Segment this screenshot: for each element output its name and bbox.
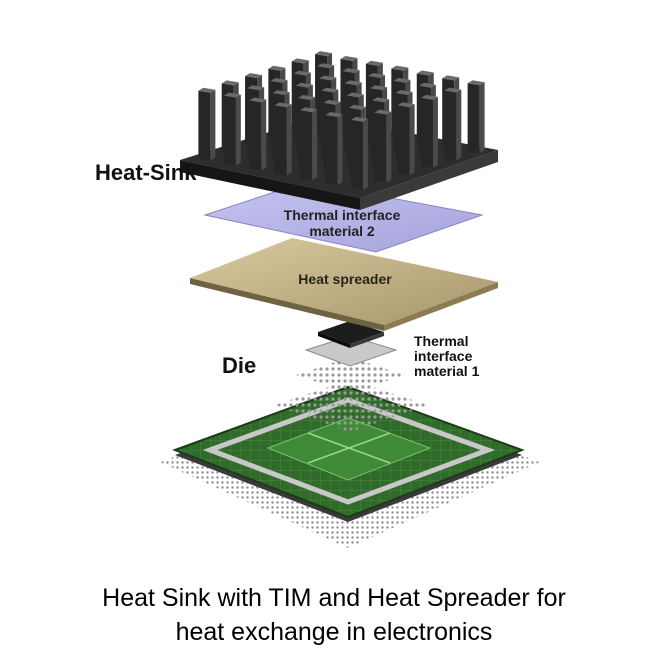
heat-sink-fin-side xyxy=(210,89,216,161)
heat-sink-label: Heat-Sink xyxy=(95,160,197,185)
heat-sink-fin xyxy=(350,119,363,190)
tim2-layer xyxy=(203,181,484,253)
heat-sink-fin-top xyxy=(372,97,390,103)
heat-sink xyxy=(180,51,498,210)
heat-sink-fin-top xyxy=(198,87,216,93)
heat-spreader-label: Heat spreader xyxy=(298,271,392,287)
heat-sink-fin-top xyxy=(321,87,339,93)
heat-sink-fin xyxy=(223,95,236,166)
die-attach-dots xyxy=(275,357,428,432)
heat-sink-fin-side xyxy=(386,111,392,183)
heat-sink-fin-top xyxy=(391,65,409,71)
heat-sink-fin-top xyxy=(374,109,392,115)
heat-sink-fin-side xyxy=(362,118,368,190)
heat-sink-fin-top xyxy=(221,80,239,86)
heat-sink-stack-diagram xyxy=(160,51,540,548)
heat-sink-fin-top xyxy=(315,51,333,57)
heat-sink-fin-top xyxy=(300,107,318,113)
heat-sink-fin-top xyxy=(397,102,415,108)
heat-sink-fin-top xyxy=(295,82,313,88)
heat-sink-fin-top xyxy=(370,85,388,91)
heat-sink-fin-top xyxy=(268,65,286,71)
heat-sink-fin-top xyxy=(291,58,309,64)
heat-sink-fin-top xyxy=(319,75,337,81)
heat-sink-fin xyxy=(198,90,211,161)
heat-sink-fin-top xyxy=(344,80,362,86)
heat-sink-fin-top xyxy=(270,77,288,83)
heat-sink-fin-top xyxy=(416,70,434,76)
heat-sink-fin-top xyxy=(293,70,311,76)
package-substrate xyxy=(172,385,525,522)
heat-sink-fin-top xyxy=(395,90,413,96)
figure-caption: Heat Sink with TIM and Heat Spreader for… xyxy=(0,581,668,649)
heat-sink-fin-top xyxy=(350,116,368,122)
heat-sink-fin-top xyxy=(393,77,411,83)
heat-sink-fin-side xyxy=(286,104,292,176)
heat-sink-fin-top xyxy=(467,80,485,86)
heat-sink-fin-side xyxy=(261,99,267,171)
heat-sink-fin-top xyxy=(442,75,460,81)
heat-sink-fin-top xyxy=(274,102,292,108)
heat-sink-fin-top xyxy=(325,112,343,118)
tim2-label: Thermal interface material 2 xyxy=(262,207,422,239)
heat-sink-fin-top xyxy=(272,90,290,96)
heat-sink-fin-side xyxy=(235,94,241,166)
heat-sink-fin xyxy=(325,115,338,186)
heat-sink-fin xyxy=(274,105,287,176)
heat-sink-fin-side xyxy=(456,89,462,161)
heat-sink-fin-top xyxy=(348,104,366,110)
heat-sink-fin-top xyxy=(342,68,360,74)
heat-sink-fin-top xyxy=(245,73,263,79)
tim2-label-line2: material 2 xyxy=(309,223,375,239)
heat-spreader-layer xyxy=(190,238,498,331)
heat-sink-fin xyxy=(444,90,457,161)
heat-sink-fin-top xyxy=(317,63,335,69)
tim1-label: Thermal interface material 1 xyxy=(414,334,479,379)
heat-sink-fin-top xyxy=(365,60,383,66)
heat-sink-fin-top xyxy=(420,94,438,100)
caption-line1: Heat Sink with TIM and Heat Spreader for xyxy=(102,584,566,612)
heat-sink-fin xyxy=(300,110,313,181)
heat-sink-fin-top xyxy=(249,97,267,103)
heat-sink-fin-side xyxy=(409,104,415,176)
heat-sink-fin xyxy=(420,97,433,168)
heat-sink-fin-top xyxy=(444,87,462,93)
heat-sink-fin xyxy=(467,83,480,154)
heat-sink-fin-top xyxy=(247,85,265,91)
heat-sink-fin xyxy=(249,100,262,171)
heat-sink-fin-top xyxy=(368,73,385,78)
heat-sink-fin xyxy=(374,112,387,183)
heat-sink-fin-top xyxy=(340,55,358,61)
heat-sink-fin-side xyxy=(312,109,318,181)
heat-sink-fin-top xyxy=(223,92,241,98)
heat-sink-fin-top xyxy=(418,82,436,88)
heat-sink-fin-side xyxy=(337,114,343,186)
tim2-label-line1: Thermal interface xyxy=(283,207,401,223)
caption-line2: heat exchange in electronics xyxy=(175,618,493,646)
heat-sink-fin xyxy=(397,105,410,176)
heat-sink-fin-top xyxy=(323,99,341,105)
heat-sink-fin-top xyxy=(346,92,364,98)
heat-sink-fin-side xyxy=(432,96,438,168)
heat-sink-fins xyxy=(198,51,485,190)
heat-sink-fin-side xyxy=(479,82,485,154)
die-label: Die xyxy=(222,353,257,378)
tim1-label-line3: material 1 xyxy=(414,363,480,379)
tim1-label-line2: interface xyxy=(414,348,473,364)
tim1-label-line1: Thermal xyxy=(414,333,469,349)
heat-sink-fin-top xyxy=(298,95,315,100)
